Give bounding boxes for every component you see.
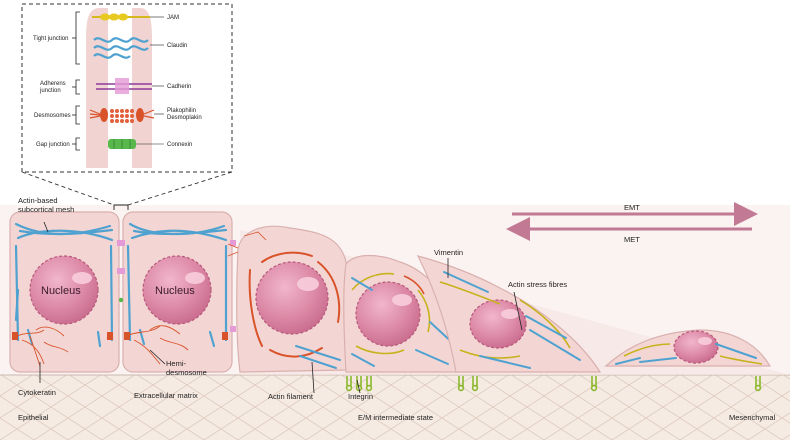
connexin-label: Connexin (167, 142, 192, 148)
emt-label: EMT (624, 203, 640, 212)
actin-filament-label: Actin filament (268, 392, 314, 401)
connexin-protein (108, 139, 136, 149)
actin-mesh-label-2: subcortical mesh (18, 205, 74, 214)
ecm-fibers (0, 375, 790, 440)
desmosome-complex (89, 108, 155, 123)
cadherin-protein (96, 78, 152, 94)
adherens-junction-label-2: junction (39, 88, 61, 94)
vimentin-label: Vimentin (434, 248, 463, 257)
integrin-label: Integrin (348, 392, 373, 401)
zoom-lines (21, 171, 233, 206)
claudin-protein (93, 37, 149, 59)
desmoplakin-label: Desmoplakin (167, 115, 202, 121)
emt-met-arrows (506, 202, 758, 241)
mesenchymal-cell (604, 329, 772, 367)
junction-inset: Tight junction Adherens junction Desmoso… (21, 3, 233, 173)
plakophilin-label: Plakophilin (167, 108, 196, 114)
actin-stress-fibres-label: Actin stress fibres (508, 280, 567, 289)
nucleus-label-2: Nucleus (155, 285, 195, 297)
met-label: MET (624, 235, 640, 244)
jam-label: JAM (167, 15, 179, 21)
cadherin-label: Cadherin (167, 84, 191, 90)
hemidesmosome-label-2: desmosome (166, 368, 207, 377)
hemidesmosome-label: Hemi- (166, 359, 187, 368)
jam-protein (92, 13, 150, 21)
transitioning-cell (227, 225, 351, 373)
epithelial-label: Epithelial (18, 413, 49, 422)
claudin-label: Claudin (167, 43, 187, 49)
intermediate-cell-2 (416, 255, 602, 373)
cell-junction-markers (117, 240, 236, 332)
junction-bracket (113, 204, 129, 210)
em-intermediate-label: E/M intermediate state (358, 413, 433, 422)
intermediate-cell-1 (343, 254, 471, 373)
leader-lines (39, 221, 523, 394)
gap-junction-label: Gap junction (36, 142, 70, 148)
extracellular-matrix-label: Extracellular matrix (134, 391, 198, 400)
epithelial-cell-1 (9, 211, 120, 373)
integrin-receptors (345, 376, 762, 392)
epithelial-cell-2 (122, 211, 233, 373)
nucleus-label-1: Nucleus (41, 285, 81, 297)
adherens-junction-label: Adherens (40, 81, 66, 87)
desmosomes-label: Desmosomes (34, 113, 71, 119)
tight-junction-label: Tight junction (33, 36, 68, 42)
cytokeratin-label: Cytokeratin (18, 388, 56, 397)
mesenchymal-label: Mesenchymal (729, 413, 776, 422)
actin-mesh-label: Actin-based (18, 196, 58, 205)
